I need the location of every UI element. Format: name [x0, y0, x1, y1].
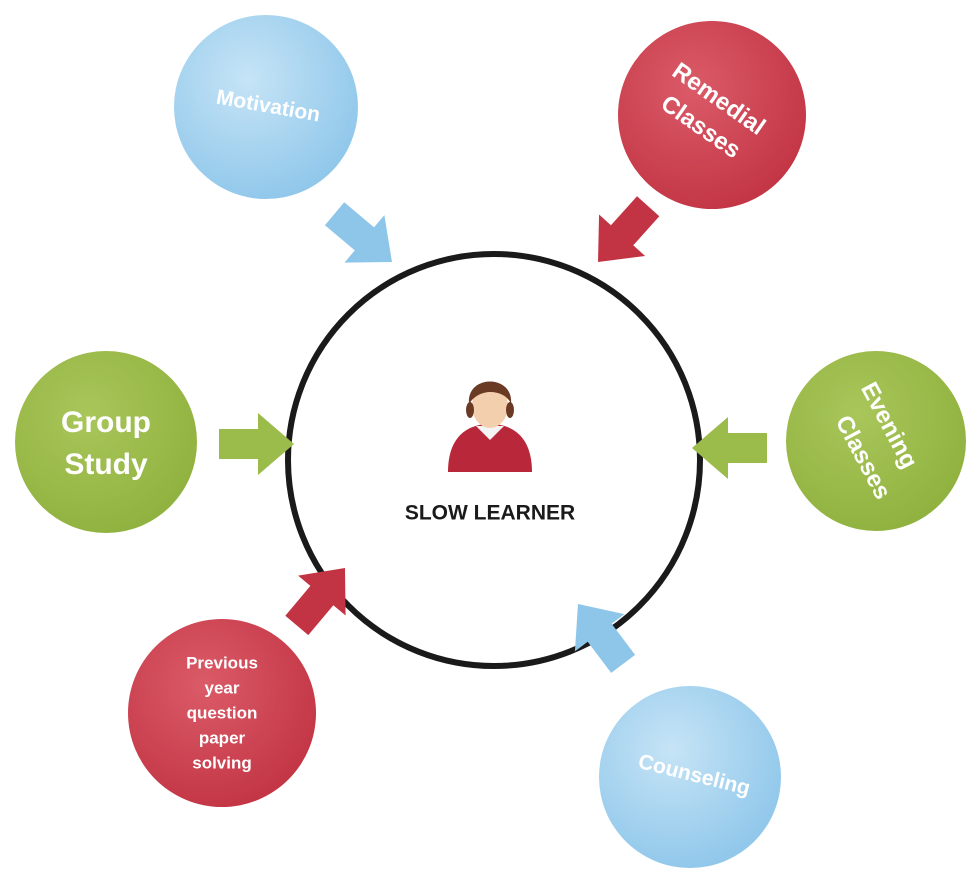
node-previous-line5: solving: [192, 753, 252, 772]
node-previous-line1: Previous: [186, 653, 258, 672]
center-label: SLOW LEARNER: [405, 502, 575, 525]
node-previous-papers: Previous year question paper solving: [128, 619, 316, 807]
node-counseling: Counseling: [599, 686, 781, 868]
node-group-study-line2: Study: [64, 448, 148, 481]
arrow-evening-classes: [692, 417, 767, 479]
node-group-study: Group Study: [15, 351, 197, 533]
node-evening-classes: Evening Classes: [786, 351, 966, 531]
node-motivation: Motivation: [174, 15, 358, 199]
node-remedial-classes: Remedial Classes: [618, 21, 806, 209]
node-previous-line2: year: [205, 678, 240, 697]
node-previous-line3: question: [187, 703, 258, 722]
node-group-study-line1: Group: [61, 406, 151, 439]
arrow-remedial-classes: [574, 185, 672, 283]
arrow-group-study: [219, 413, 294, 475]
arrow-motivation: [314, 190, 412, 286]
student-avatar-icon: [448, 381, 532, 472]
node-previous-line4: paper: [199, 728, 246, 747]
